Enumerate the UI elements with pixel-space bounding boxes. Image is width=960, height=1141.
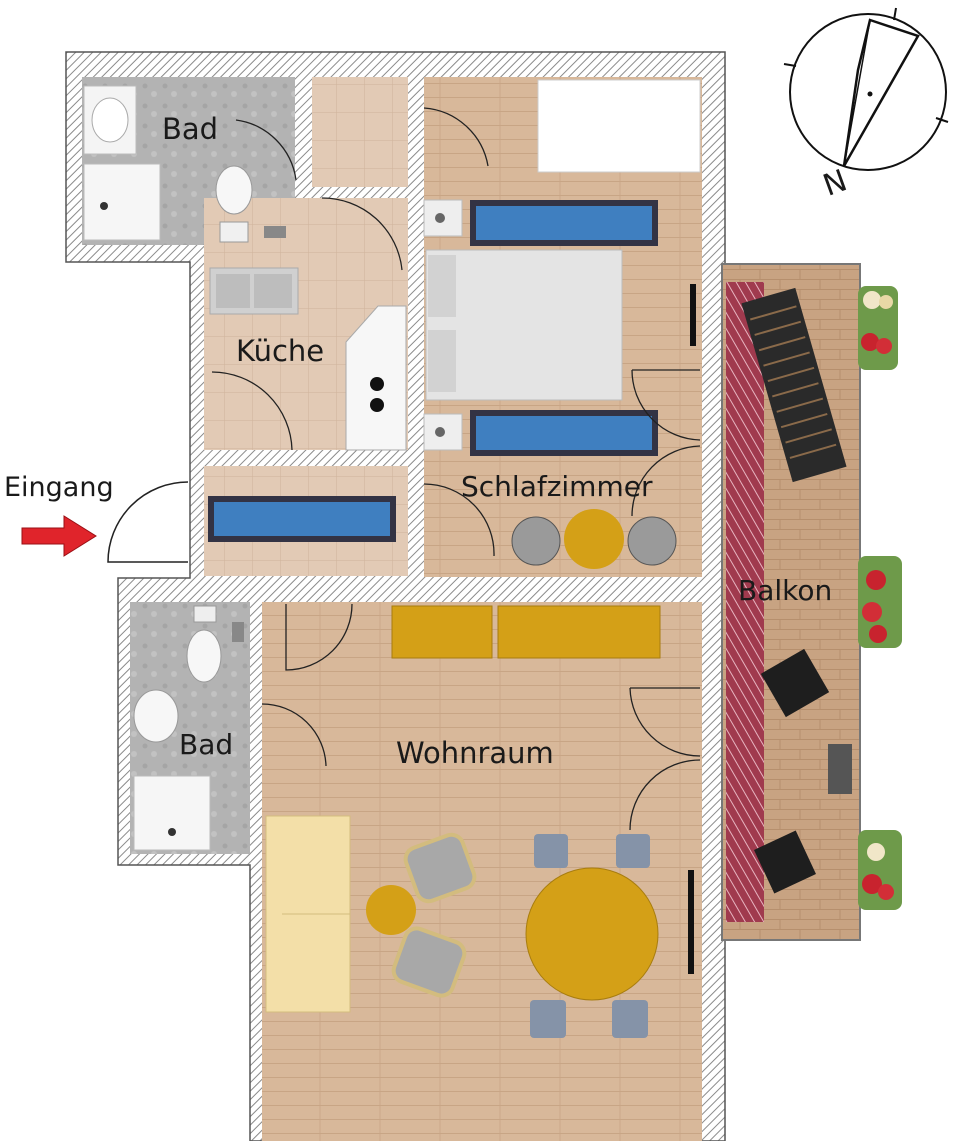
entrance-label: Eingang [4, 472, 114, 503]
dining-chair [612, 1000, 648, 1038]
flower-box-icon [858, 556, 902, 648]
door-swing-bad-bottom [261, 703, 327, 767]
flower-box-icon [858, 286, 898, 370]
entrance-arrow-icon [21, 515, 97, 557]
sideboard-right [497, 605, 661, 659]
stove-burner-icon [370, 377, 384, 391]
compass-icon [783, 7, 949, 171]
toilet-icon [186, 629, 222, 683]
flower-box-icon [858, 830, 902, 910]
balcony-table [828, 744, 852, 794]
dining-chair [616, 834, 650, 868]
door-swing-balkon-bottom [629, 687, 701, 757]
room-label-schlafzimmer: Schlafzimmer [461, 470, 653, 503]
stove-burner-icon [370, 398, 384, 412]
toilet-tank-icon [219, 221, 249, 243]
bedroom-table [564, 509, 624, 569]
door-swing-schlafzimmer-top [423, 107, 489, 167]
wall-tv [690, 284, 696, 346]
door-swing-balkon-mid [631, 445, 701, 517]
door-swing-wohnraum-top [285, 603, 353, 671]
double-bed [425, 249, 623, 401]
sink-bowl-icon [91, 97, 129, 143]
room-label-kueche: Küche [236, 334, 325, 368]
armchair [391, 926, 467, 998]
bedroom-chair-left [511, 516, 561, 566]
dining-chair [530, 1000, 566, 1038]
shower-drain-icon [100, 202, 108, 210]
sink-icon [133, 689, 179, 743]
door-swing-balkon-bottom-2 [629, 759, 701, 831]
hall-top-floor [312, 77, 408, 187]
room-label-bad-top: Bad [162, 112, 219, 146]
shower-tray-icon [83, 163, 161, 241]
door-swing-schlafzimmer [423, 483, 495, 557]
balcony-chair [760, 648, 830, 718]
coffee-table [366, 885, 416, 935]
nightstand [423, 413, 463, 451]
door-swing-bad-top [235, 119, 297, 181]
room-label-wohnraum: Wohnraum [396, 736, 554, 770]
dining-chair [534, 834, 568, 868]
balcony-rug [726, 282, 764, 922]
bedroom-chair-right [627, 516, 677, 566]
sideboard-left [391, 605, 493, 659]
wardrobe [537, 79, 701, 173]
toilet-icon [215, 165, 253, 215]
door-swing-kueche-top [321, 197, 403, 271]
shower-drain-icon [168, 828, 176, 836]
wall-tv [688, 870, 694, 974]
bin-icon [264, 226, 286, 238]
dining-table [525, 867, 659, 1001]
balcony-chair [754, 830, 816, 894]
door-swing-balkon-top [631, 369, 701, 441]
room-label-bad-bottom: Bad [179, 728, 234, 761]
armchair [403, 832, 477, 904]
door-swing-kueche [211, 371, 293, 451]
entrance-door [107, 481, 189, 563]
room-label-balkon: Balkon [738, 574, 833, 607]
shower-tray-icon [133, 775, 211, 851]
bin-icon [232, 622, 244, 642]
